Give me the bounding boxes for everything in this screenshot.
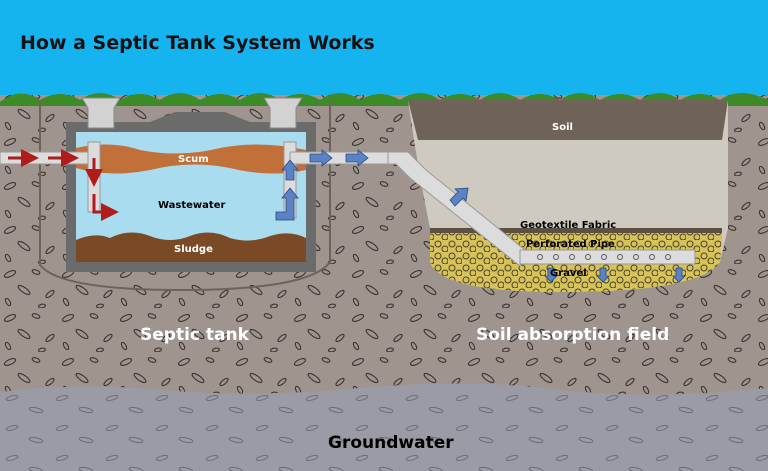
groundwater-layer [0,383,768,471]
tank-excavation [39,100,331,292]
perforated-pipe [519,249,696,265]
label-groundwater: Groundwater [328,433,454,453]
page-title: How a Septic Tank System Works [20,32,375,54]
label-scum: Scum [178,154,209,165]
label-soil-absorption-field: Soil absorption field [476,325,669,345]
inflow-arrows [8,149,119,221]
scum-layer [76,144,306,174]
label-perforated-pipe: Perforated Pipe [526,239,615,250]
outflow-arrows [275,149,686,283]
label-soil: Soil [552,122,573,133]
label-geotextile-fabric: Geotextile Fabric [520,220,616,231]
sludge-layer [76,232,306,262]
label-wastewater: Wastewater [158,200,225,211]
label-gravel: Gravel [550,268,587,279]
label-septic-tank: Septic tank [140,325,250,345]
septic-tank [66,112,316,272]
label-sludge: Sludge [174,244,213,255]
tank-risers [81,97,303,129]
